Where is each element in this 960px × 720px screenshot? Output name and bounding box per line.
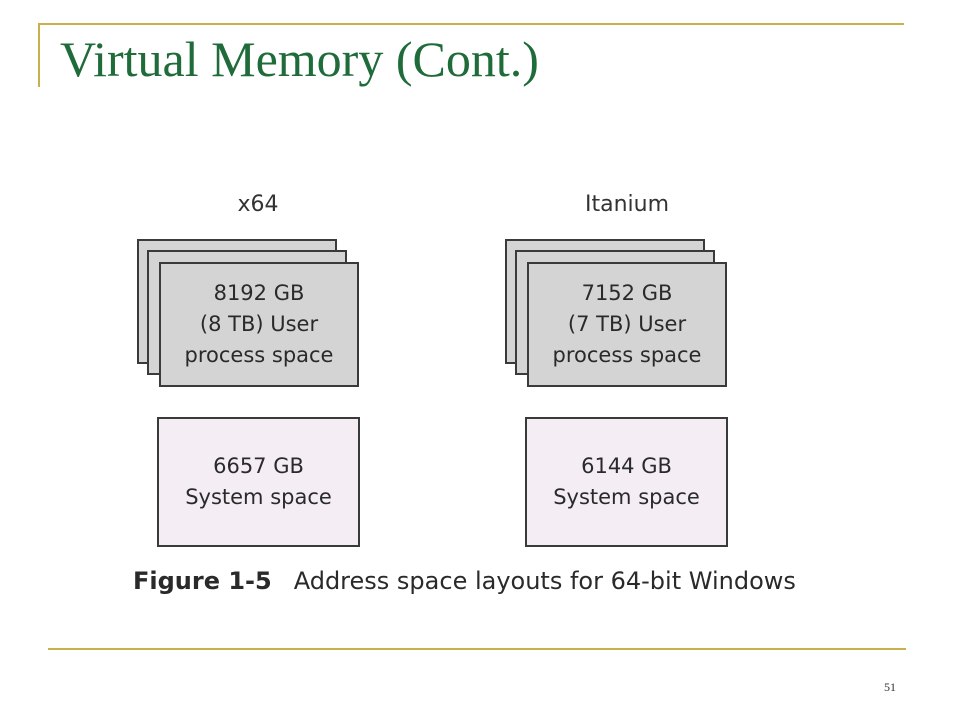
user-space-size: 8192 GB (213, 281, 305, 305)
system-space-label: System space (553, 485, 700, 509)
figure-caption-text: Address space layouts for 64-bit Windows (293, 567, 796, 595)
x64-system-space-box: 6657 GB System space (157, 417, 360, 547)
page-number: 51 (884, 680, 896, 694)
user-space-size-tb: (7 TB) User (567, 312, 687, 336)
x64-column-label: x64 (237, 192, 279, 217)
slide-title: Virtual Memory (Cont.) (60, 31, 539, 87)
user-space-size: 7152 GB (581, 281, 673, 305)
system-space-size: 6657 GB (213, 454, 304, 478)
user-space-size-tb: (8 TB) User (199, 312, 319, 336)
bottom-horizontal-rule (48, 648, 906, 650)
system-space-label: System space (185, 485, 332, 509)
itanium-user-space-box: 7152 GB (7 TB) User process space (527, 262, 727, 387)
user-space-label: process space (184, 343, 334, 367)
system-space-size: 6144 GB (581, 454, 672, 478)
itanium-column-label: Itanium (584, 192, 670, 217)
x64-user-space-box: 8192 GB (8 TB) User process space (159, 262, 359, 387)
figure-number: Figure 1-5 (133, 567, 272, 595)
itanium-system-space-box: 6144 GB System space (525, 417, 728, 547)
figure-caption: Figure 1-5 Address space layouts for 64-b… (133, 567, 796, 595)
top-left-vertical-rule (38, 23, 40, 87)
top-horizontal-rule (38, 23, 904, 25)
user-space-label: process space (552, 343, 702, 367)
